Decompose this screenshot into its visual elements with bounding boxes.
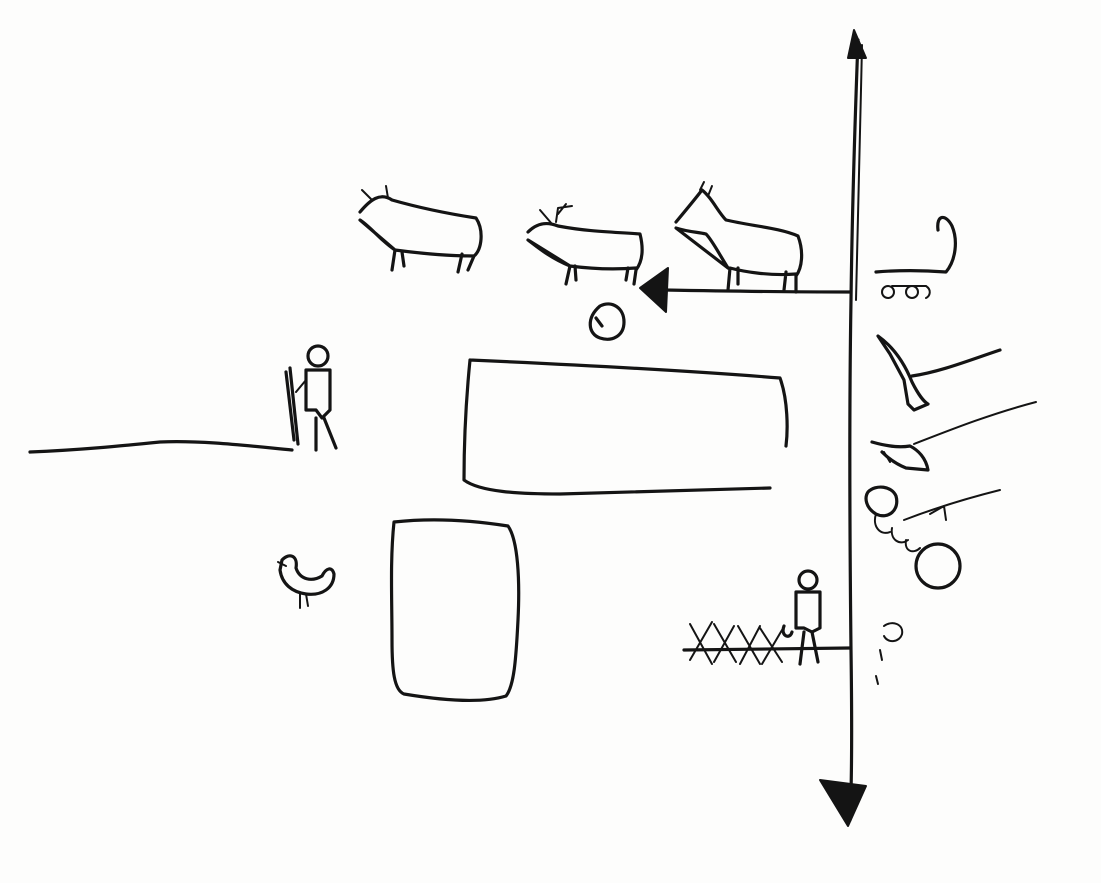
symbol-circles-chain (866, 487, 1000, 588)
animal-deer-sketch (528, 204, 642, 284)
symbol-small-marks (876, 623, 902, 684)
symbol-arrow-bird (872, 402, 1036, 470)
left-branch-arrow (640, 268, 850, 312)
symbol-plough (878, 336, 1000, 410)
ground-line (30, 442, 292, 452)
vertical-road-arrow (820, 30, 866, 826)
fence-crosses (684, 622, 850, 664)
animal-horse-sketch (676, 182, 802, 292)
symbol-vehicle-cart (876, 217, 955, 298)
field-rectangle-tall (392, 520, 519, 701)
animal-pig-sketch (360, 186, 481, 272)
small-circle-mark (590, 304, 624, 339)
rooster-sketch (278, 556, 334, 608)
field-rectangle-large (464, 360, 787, 494)
person-with-staff-left (286, 346, 336, 450)
